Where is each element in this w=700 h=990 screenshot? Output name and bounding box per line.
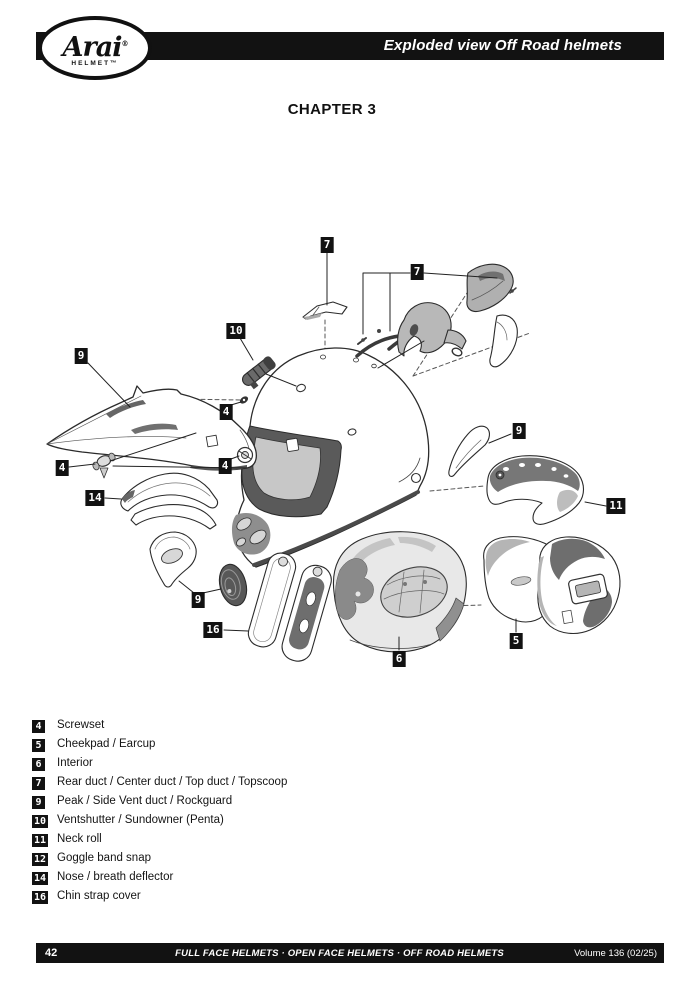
header-title: Exploded view Off Road helmets (383, 37, 622, 54)
legend-item: 12 Goggle band snap (32, 848, 287, 867)
peak-vent-slot (131, 423, 178, 434)
legend-num-badge: 12 (32, 852, 49, 866)
nose-deflector (120, 472, 219, 530)
legend-label: Screwset (57, 718, 105, 731)
parts-legend: 4 Screwset 5 Cheekpad / Earcup 6 Interior 7… (32, 715, 287, 905)
chin-vent-hole (236, 537, 246, 547)
peak-vent-slot (106, 400, 146, 418)
liner-head-opening (380, 566, 448, 618)
page-number: 42 (45, 947, 58, 959)
legend-label: Interior (57, 756, 93, 769)
rear-duct (397, 302, 467, 357)
chin-strap-cover-left (247, 552, 297, 648)
legend-item: 16 Chin strap cover (32, 886, 287, 905)
side-vent-duct (448, 425, 490, 477)
callout-7: 7 (320, 237, 334, 253)
legend-num-badge: 11 (32, 833, 49, 847)
callout-4: 4 (219, 404, 233, 420)
arai-logo: Arai® HELMET™ (38, 16, 152, 80)
callout-7: 7 (410, 264, 424, 280)
goggle-band-snap-post (410, 472, 422, 484)
legend-num-badge: 7 (32, 776, 45, 790)
legend-num-badge: 14 (32, 871, 49, 885)
strap-snap (312, 566, 323, 577)
legend-label: Chin strap cover (57, 889, 141, 902)
rockguard (149, 531, 197, 588)
liner-rear-flap (435, 597, 465, 642)
screwset-disc-screw (236, 446, 254, 464)
callout-16: 16 (203, 622, 223, 638)
page-title: CHAPTER 3 (287, 101, 377, 118)
chin-vent-hole (236, 517, 252, 531)
chin-vent-hole (249, 529, 267, 545)
legend-label: Neck roll (57, 832, 102, 845)
chin-strap-cover-right (281, 564, 332, 662)
peak-mount-hole (205, 434, 219, 448)
registered-mark: ® (121, 38, 128, 48)
goggle-aperture-opening (252, 436, 321, 501)
rockguard-port (161, 548, 183, 564)
peak-visor (46, 385, 257, 471)
legend-num-badge: 16 (32, 890, 49, 904)
arai-logo-sub: HELMET™ (71, 59, 119, 67)
rear-duct-port (409, 324, 419, 336)
callout-5: 5 (509, 633, 523, 649)
legend-num-badge: 6 (32, 757, 45, 771)
legend-item: 9 Peak / Side Vent duct / Rockguard (32, 791, 287, 810)
callout-9: 9 (512, 423, 526, 439)
helmet-shell (231, 347, 430, 568)
legend-label: Cheekpad / Earcup (57, 737, 156, 750)
legend-num-badge: 9 (32, 795, 45, 809)
topscoop (466, 263, 518, 368)
callout-11: 11 (606, 498, 626, 514)
legend-num-badge: 5 (32, 738, 45, 752)
legend-item: 10 Ventshutter / Sundowner (Penta) (32, 810, 287, 829)
legend-label: Goggle band snap (57, 851, 151, 864)
callout-4: 4 (55, 460, 69, 476)
legend-item: 11 Neck roll (32, 829, 287, 848)
footer-categories: FULL FACE HELMETS · OPEN FACE HELMETS · … (175, 947, 504, 959)
side-vent-disc (218, 563, 248, 607)
callout-6: 6 (392, 651, 406, 667)
interior-liner (332, 531, 467, 653)
footer-bar: 42 FULL FACE HELMETS · OPEN FACE HELMETS… (36, 943, 664, 963)
topscoop-base (489, 314, 518, 368)
goggle-strap-guide (285, 437, 300, 452)
callout-9: 9 (74, 348, 88, 364)
top-duct (302, 301, 348, 320)
legend-item: 4 Screwset (32, 715, 287, 734)
legend-label: Nose / breath deflector (57, 870, 174, 883)
legend-label: Rear duct / Center duct / Top duct / Top… (57, 775, 288, 788)
legend-num-badge: 10 (32, 814, 49, 828)
screwset-washer (239, 396, 249, 404)
strap-snap (278, 556, 288, 567)
legend-num-badge: 4 (32, 719, 45, 733)
duct-gasket (451, 347, 463, 357)
liner-foam-band (335, 558, 374, 620)
side-vent-hole (347, 428, 357, 436)
legend-label: Ventshutter / Sundowner (Penta) (57, 813, 224, 826)
legend-item: 14 Nose / breath deflector (32, 867, 287, 886)
callout-9: 9 (191, 592, 205, 608)
chin-strap-buckle-slot (568, 573, 608, 605)
callout-10: 10 (226, 323, 246, 339)
leader-lines (68, 252, 607, 651)
legend-label: Peak / Side Vent duct / Rockguard (57, 794, 233, 807)
neck-roll (486, 455, 585, 525)
arai-logo-brand: Arai® (62, 31, 129, 63)
top-vent-hole (296, 383, 306, 393)
callout-14: 14 (85, 490, 105, 506)
ventshutter (241, 356, 276, 390)
cheekpad-right (537, 536, 621, 635)
legend-item: 7 Rear duct / Center duct / Top duct / To… (32, 772, 287, 791)
legend-item: 6 Interior (32, 753, 287, 772)
callout-4: 4 (218, 458, 232, 474)
footer-volume: Volume 136 (02/25) (574, 947, 657, 959)
helmet-drawing (46, 252, 621, 662)
screwset-wing-screw (92, 452, 116, 479)
legend-item: 5 Cheekpad / Earcup (32, 734, 287, 753)
